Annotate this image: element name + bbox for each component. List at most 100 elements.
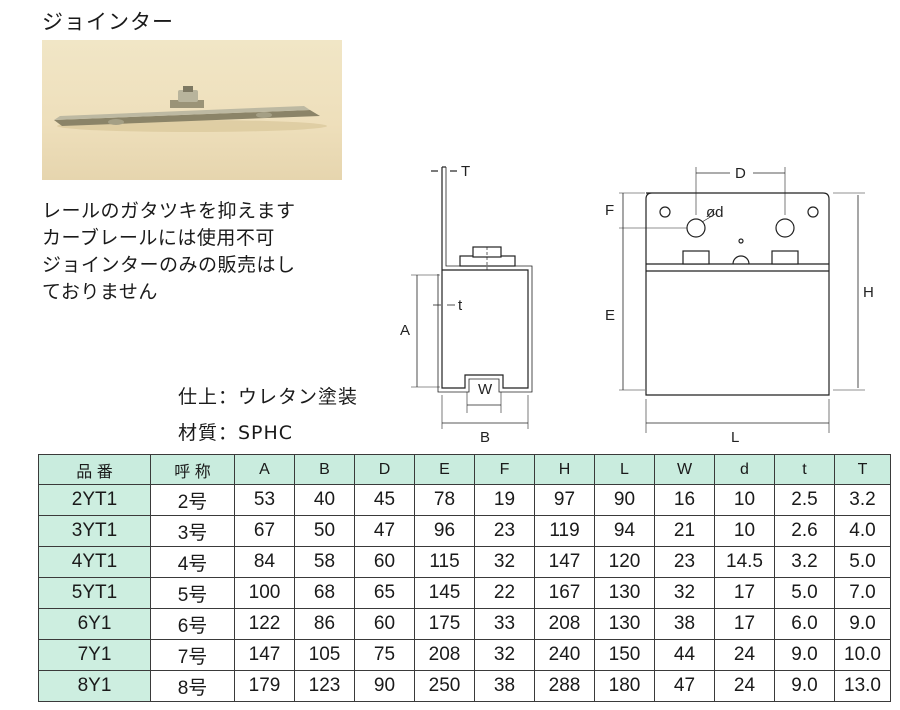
dimension-cell: 9.0: [834, 608, 891, 640]
label-L: L: [731, 429, 739, 446]
dimension-cell: 3.2: [834, 484, 891, 516]
dimension-cell: 5.0: [774, 577, 835, 609]
dimension-cell: 24: [714, 639, 775, 671]
dimension-cell: 6.0: [774, 608, 835, 640]
dimension-cell: 288: [534, 670, 595, 702]
label-t: t: [458, 297, 463, 314]
nominal-size-cell: 4号: [150, 546, 235, 578]
dimension-cell: 22: [474, 577, 535, 609]
dimension-cell: 67: [234, 515, 295, 547]
dimension-cell: 147: [534, 546, 595, 578]
dimension-cell: 179: [234, 670, 295, 702]
joiner-photo-image: [54, 86, 327, 132]
dimension-cell: 19: [474, 484, 535, 516]
label-F: F: [605, 202, 614, 219]
dimension-cell: 147: [234, 639, 295, 671]
dimension-cell: 16: [654, 484, 715, 516]
front-view: [619, 167, 865, 433]
dimension-cell: 94: [594, 515, 655, 547]
dimension-cell: 130: [594, 608, 655, 640]
dimension-cell: 10: [714, 515, 775, 547]
dimension-cell: 145: [414, 577, 475, 609]
header-cell: D: [354, 454, 415, 485]
header-cell: 呼 称: [150, 454, 235, 485]
dimension-cell: 47: [354, 515, 415, 547]
dimension-cell: 33: [474, 608, 535, 640]
header-cell: F: [474, 454, 535, 485]
dimension-cell: 38: [654, 608, 715, 640]
dimension-cell: 105: [294, 639, 355, 671]
header-cell: d: [714, 454, 775, 485]
dimension-cell: 75: [354, 639, 415, 671]
dimension-cell: 78: [414, 484, 475, 516]
dimension-cell: 50: [294, 515, 355, 547]
part-number-cell: 3YT1: [38, 515, 151, 547]
product-title: ジョインター: [42, 10, 174, 34]
part-number-cell: 8Y1: [38, 670, 151, 702]
dimension-cell: 208: [534, 608, 595, 640]
dimension-cell: 32: [474, 546, 535, 578]
label-W: W: [478, 381, 493, 398]
dimension-cell: 32: [654, 577, 715, 609]
dimension-cell: 9.0: [774, 639, 835, 671]
dimension-cell: 9.0: [774, 670, 835, 702]
label-H: H: [863, 284, 874, 301]
dimension-cell: 119: [534, 515, 595, 547]
part-number-cell: 7Y1: [38, 639, 151, 671]
dimension-cell: 123: [294, 670, 355, 702]
dimension-cell: 97: [534, 484, 595, 516]
header-cell: H: [534, 454, 595, 485]
dimension-cell: 17: [714, 608, 775, 640]
dimension-cell: 208: [414, 639, 475, 671]
dimension-cell: 10.0: [834, 639, 891, 671]
dimension-cell: 53: [234, 484, 295, 516]
dimension-cell: 84: [234, 546, 295, 578]
header-cell: E: [414, 454, 475, 485]
label-A: A: [400, 322, 410, 339]
dimension-cell: 38: [474, 670, 535, 702]
nominal-size-cell: 5号: [150, 577, 235, 609]
dimension-cell: 13.0: [834, 670, 891, 702]
label-T: T: [461, 163, 470, 180]
dimension-cell: 250: [414, 670, 475, 702]
dimension-cell: 68: [294, 577, 355, 609]
dimension-cell: 5.0: [834, 546, 891, 578]
dimension-cell: 90: [354, 670, 415, 702]
label-D: D: [735, 165, 746, 182]
dimension-cell: 2.6: [774, 515, 835, 547]
dimension-cell: 40: [294, 484, 355, 516]
dimension-cell: 86: [294, 608, 355, 640]
dimension-cell: 32: [474, 639, 535, 671]
label-E: E: [605, 307, 615, 324]
dimension-cell: 14.5: [714, 546, 775, 578]
description-line-1: レールのガタツキを抑えます: [42, 200, 296, 222]
dimension-cell: 17: [714, 577, 775, 609]
dimension-cell: 120: [594, 546, 655, 578]
technical-drawing: T t A W B D ød F E H L: [400, 163, 874, 446]
material-spec: 材質：SPHC: [178, 422, 294, 444]
dimension-cell: 2.5: [774, 484, 835, 516]
nominal-size-cell: 2号: [150, 484, 235, 516]
dimension-cell: 180: [594, 670, 655, 702]
dimension-cell: 150: [594, 639, 655, 671]
part-number-cell: 4YT1: [38, 546, 151, 578]
header-cell: t: [774, 454, 835, 485]
dimension-cell: 23: [474, 515, 535, 547]
dimension-labels: T t A W B D ød F E H L: [400, 163, 874, 446]
dimension-cell: 167: [534, 577, 595, 609]
label-d: ød: [706, 204, 724, 221]
part-number-cell: 5YT1: [38, 577, 151, 609]
header-cell: W: [654, 454, 715, 485]
table-header-row: 品 番 呼 称 A B D E F H L W d t T: [38, 454, 891, 485]
dimension-cell: 3.2: [774, 546, 835, 578]
dimension-cell: 65: [354, 577, 415, 609]
dimension-cell: 4.0: [834, 515, 891, 547]
nominal-size-cell: 8号: [150, 670, 235, 702]
dimension-cell: 44: [654, 639, 715, 671]
header-cell: B: [294, 454, 355, 485]
